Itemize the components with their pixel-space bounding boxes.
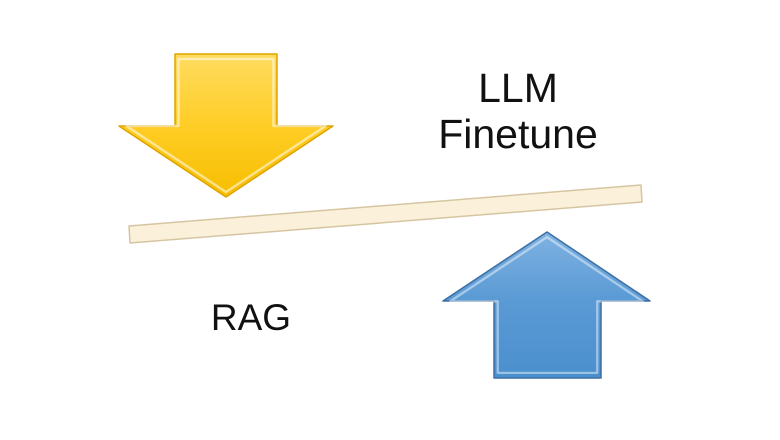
- down-arrow-icon: [118, 53, 334, 198]
- llm-finetune-label: LLM Finetune: [438, 65, 598, 157]
- balance-beam: [128, 184, 643, 244]
- up-arrow-icon: [442, 231, 651, 379]
- rag-label: RAG: [210, 297, 292, 338]
